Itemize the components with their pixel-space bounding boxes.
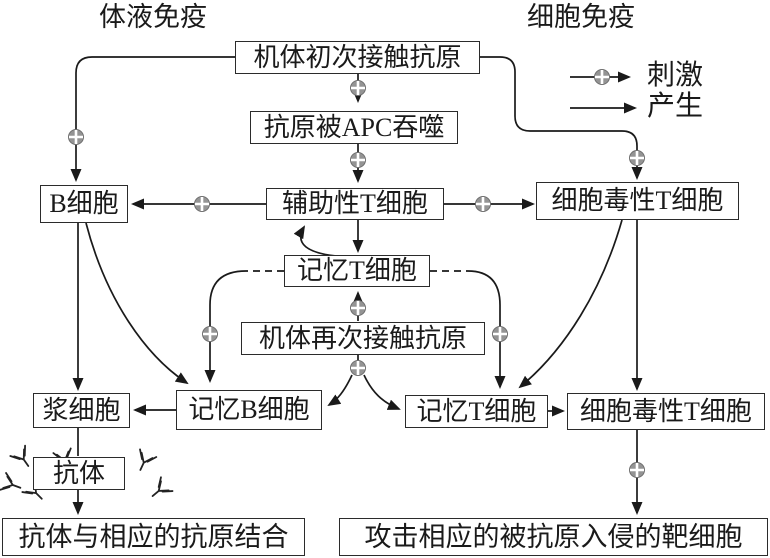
humoral-immunity-title: 体液免疫: [99, 2, 207, 32]
node-helper-t-cell: 辅助性T细胞: [266, 188, 444, 220]
antibody-icon: [139, 448, 158, 471]
node-memory-t-cell-center: 记忆T细胞: [284, 255, 430, 287]
edge-memory-t-to-helper-t: [293, 225, 337, 257]
edge-cytotoxic-t-to-memory-t-bottom: [518, 219, 623, 389]
stimulate-icon: [350, 80, 366, 96]
stimulate-icon: [492, 326, 508, 342]
stimulate-icon: [350, 152, 366, 168]
stimulate-icon: [350, 300, 366, 316]
stimulate-icon: [629, 462, 645, 478]
cellular-immunity-title: 细胞免疫: [527, 2, 635, 32]
node-b-cell: B细胞: [40, 185, 128, 223]
antibody-icon: [0, 472, 22, 491]
stimulate-icon: [202, 326, 218, 342]
legend-stimulate-label: 刺激: [647, 60, 704, 91]
stimulate-icon: [475, 196, 491, 212]
node-memory-t-cell-bottom: 记忆T细胞: [405, 395, 548, 428]
node-antibody: 抗体: [33, 457, 125, 490]
edge-first-contact-to-cytotoxic-t: [480, 56, 643, 180]
node-cytotoxic-t-cell-bottom: 细胞毒性T细胞: [567, 393, 765, 430]
stimulate-icon: [594, 69, 610, 85]
node-first-antigen-contact: 机体初次接触抗原: [235, 41, 480, 74]
legend-produce-label: 产生: [647, 91, 704, 122]
node-antibody-binds-antigen-result: 抗体与相应的抗原结合: [2, 518, 305, 556]
node-second-antigen-contact: 机体再次接触抗原: [241, 322, 485, 355]
edge-memory-t-left-down: [204, 270, 247, 383]
node-plasma-cell: 浆细胞: [33, 393, 130, 428]
stimulate-icon: [629, 150, 645, 166]
edge-split-to-memory-t-bottom: [363, 374, 401, 410]
node-memory-b-cell: 记忆B细胞: [176, 390, 322, 430]
edge-memory-t-right-down: [467, 270, 506, 389]
node-cytotoxic-t-cell-top: 细胞毒性T细胞: [536, 182, 739, 220]
stimulate-icon: [68, 129, 84, 145]
node-attack-target-cells-result: 攻击相应的被抗原入侵的靶细胞: [339, 518, 768, 556]
antibody-icon: [151, 476, 174, 497]
antibody-icon: [9, 444, 30, 467]
edge-split-to-memory-b: [327, 374, 353, 407]
stimulate-icon: [194, 196, 210, 212]
stimulate-icons: [68, 69, 645, 478]
node-antigen-engulfed-by-apc: 抗原被APC吞噬: [250, 111, 458, 144]
edge-first-contact-to-b-cell: [70, 56, 235, 182]
stimulate-icon: [350, 360, 366, 376]
edge-b-cell-to-memory-b: [85, 222, 189, 385]
